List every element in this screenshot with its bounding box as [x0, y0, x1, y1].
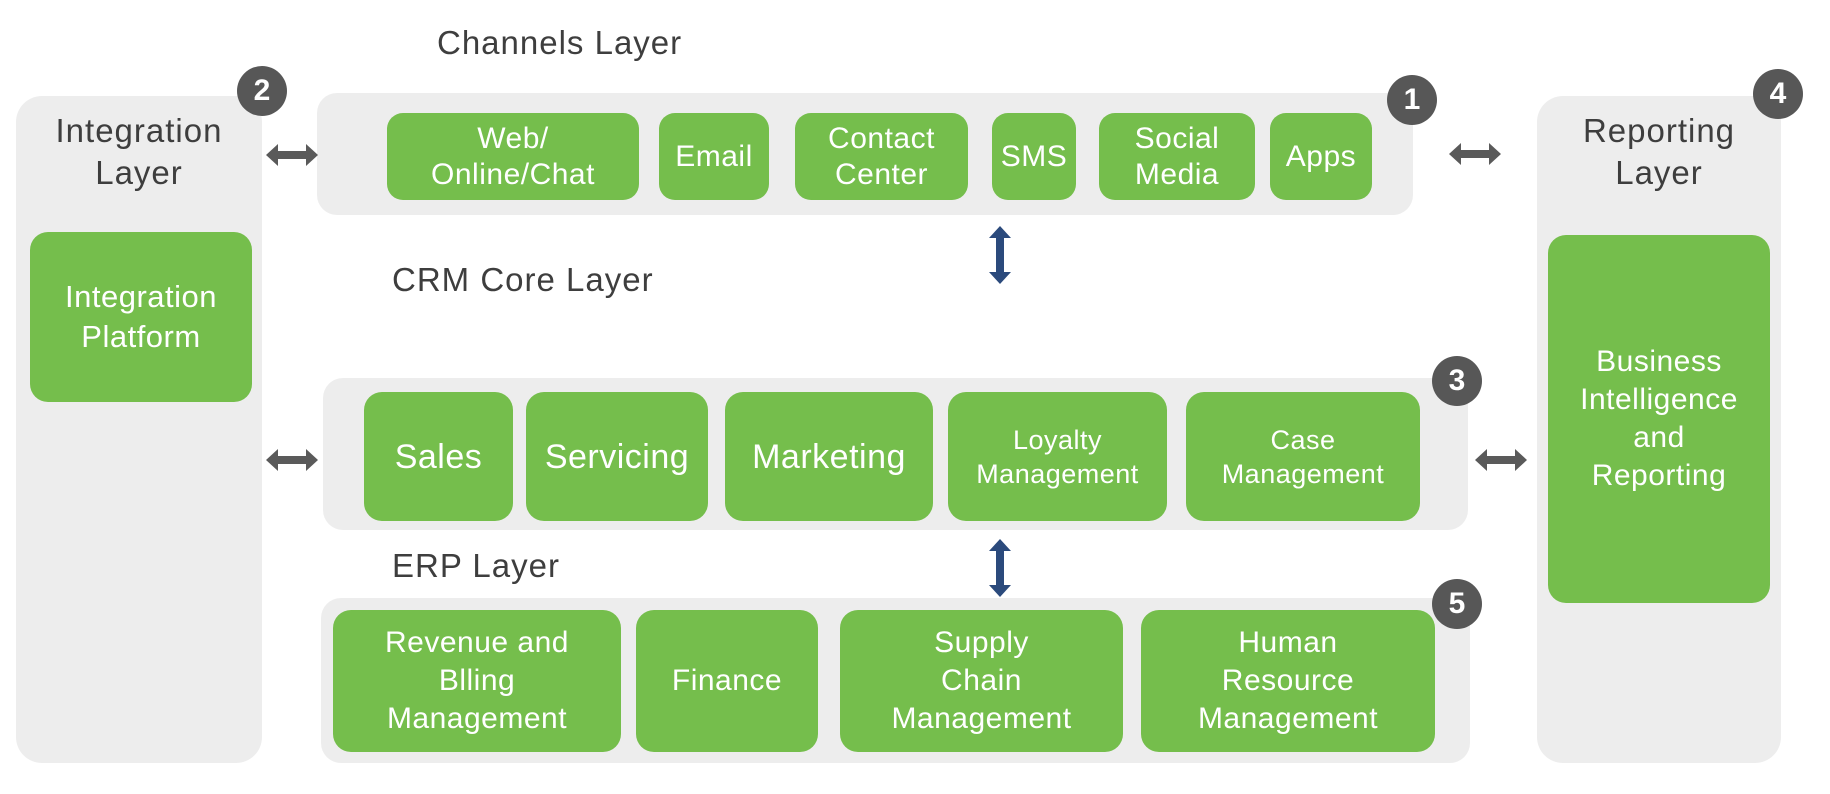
horizontal-double-arrow-icon — [266, 142, 318, 168]
box-label-line: Contact — [828, 121, 935, 155]
channel-box-email: Email — [659, 113, 769, 200]
reporting-layer-panel: Reporting Layer Business Intelligence an… — [1537, 96, 1781, 763]
box-label-line: Sales — [394, 437, 483, 476]
box-label-line: Finance — [671, 664, 783, 697]
badge-1: 1 — [1387, 75, 1437, 125]
box-label-line: Supply — [934, 626, 1029, 659]
vertical-double-arrow-icon — [987, 539, 1013, 597]
crm-box-marketing: Marketing — [725, 392, 933, 521]
box-label-line: Management — [1197, 702, 1379, 735]
box-label-line: Reporting — [1591, 459, 1727, 492]
channel-box-sms: SMS — [992, 113, 1076, 200]
channels-layer-title: Channels Layer — [437, 24, 683, 61]
badge-5: 5 — [1432, 579, 1482, 629]
box-label-line: Integration — [65, 279, 217, 314]
channel-box-web-online-chat: Web/ Online/Chat — [387, 113, 639, 200]
box-label-line: Resource — [1221, 664, 1355, 697]
box-label-line: Loyalty — [1012, 424, 1103, 455]
badge-4: 4 — [1753, 69, 1803, 119]
badge-number: 5 — [1448, 587, 1466, 620]
badge-number: 3 — [1448, 364, 1466, 397]
badge-3: 3 — [1432, 356, 1482, 406]
box-label-line: Servicing — [544, 437, 690, 476]
box-label-line: Human — [1238, 626, 1338, 659]
vertical-double-arrow-icon — [987, 226, 1013, 284]
box-label-line: Online/Chat — [431, 157, 595, 191]
channels-layer-panel: Web/ Online/Chat Email Contact Center SM… — [317, 93, 1413, 215]
crm-core-layer-title: CRM Core Layer — [392, 261, 654, 298]
erp-box-finance: Finance — [636, 610, 818, 752]
erp-layer-title: ERP Layer — [392, 547, 560, 584]
channel-box-apps: Apps — [1270, 113, 1372, 200]
horizontal-double-arrow-icon — [266, 447, 318, 473]
business-intelligence-reporting-box: Business Intelligence and Reporting — [1548, 235, 1770, 603]
box-label-line: Intelligence — [1580, 383, 1738, 416]
box-label-line: Management — [386, 702, 568, 735]
crm-box-servicing: Servicing — [526, 392, 708, 521]
box-label-line: Media — [1134, 157, 1220, 191]
title-line: Integration — [55, 112, 223, 149]
title-line: Layer — [95, 154, 183, 191]
horizontal-double-arrow-icon — [1475, 447, 1527, 473]
erp-layer-panel: Revenue and Blling Management Finance Su… — [321, 598, 1470, 763]
box-label-line: Revenue and — [385, 626, 569, 659]
integration-layer-panel: Integration Layer Integration Platform — [16, 96, 262, 763]
badge-number: 4 — [1769, 77, 1787, 110]
box-label-line: Social — [1134, 121, 1220, 155]
box-label-line: Management — [1221, 458, 1385, 489]
title-line: Layer — [1615, 154, 1703, 191]
title-line: Reporting — [1582, 112, 1736, 149]
box-label-line: Business — [1596, 345, 1722, 378]
badge-number: 1 — [1403, 83, 1421, 116]
box-label-line: Management — [976, 458, 1139, 489]
box-label-line: Apps — [1285, 139, 1357, 173]
erp-box-revenue-billing-management: Revenue and Blling Management — [333, 610, 621, 752]
channel-box-contact-center: Contact Center — [795, 113, 968, 200]
channel-box-social-media: Social Media — [1099, 113, 1255, 200]
crm-box-loyalty-management: Loyalty Management — [948, 392, 1167, 521]
box-label-line: SMS — [1000, 139, 1068, 173]
box-label-line: Email — [675, 139, 753, 173]
box-label-line: Web/ — [477, 121, 549, 155]
box-label-line: Case — [1270, 424, 1336, 455]
erp-box-supply-chain-management: Supply Chain Management — [840, 610, 1123, 752]
box-label-line: Marketing — [752, 437, 906, 476]
box-label-line: and — [1633, 421, 1685, 454]
integration-platform-box: Integration Platform — [30, 232, 252, 402]
crm-box-sales: Sales — [364, 392, 513, 521]
crm-box-case-management: Case Management — [1186, 392, 1420, 521]
horizontal-double-arrow-icon — [1449, 141, 1501, 167]
erp-box-human-resource-management: Human Resource Management — [1141, 610, 1435, 752]
box-label-line: Center — [834, 157, 929, 191]
box-label-line: Chain — [941, 664, 1022, 697]
reporting-layer-title: Reporting Layer — [1537, 110, 1781, 194]
crm-core-layer-panel: Sales Servicing Marketing Loyalty Manage… — [323, 378, 1468, 530]
integration-layer-title: Integration Layer — [16, 110, 262, 194]
box-label-line: Blling — [438, 664, 516, 697]
badge-2: 2 — [237, 66, 287, 116]
box-label-line: Management — [891, 702, 1072, 735]
badge-number: 2 — [253, 74, 271, 107]
box-label-line: Platform — [81, 319, 201, 354]
